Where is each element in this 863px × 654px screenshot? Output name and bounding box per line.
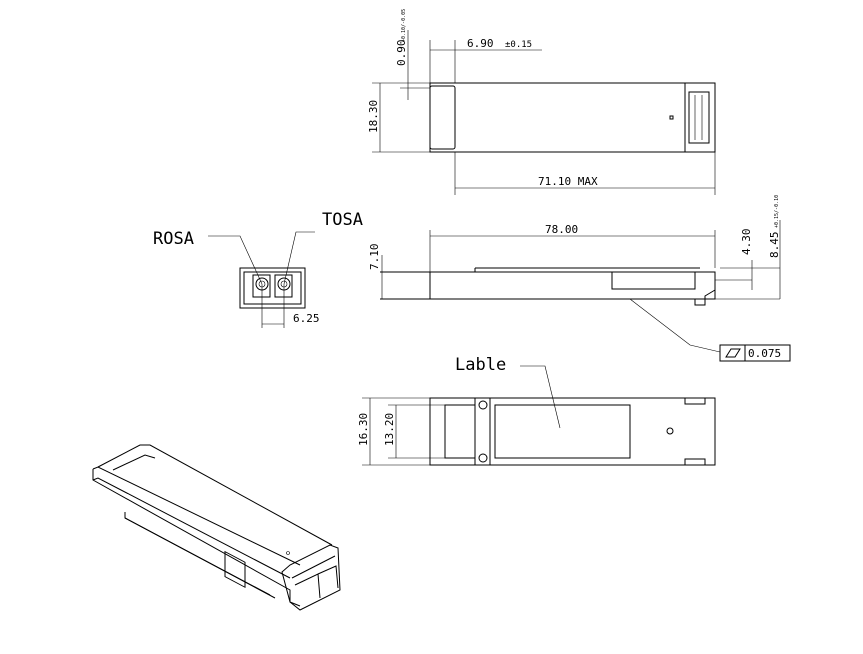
side-view: 78.00 7.10 4.30 8.45 +0.15/-0.10 0.075 (368, 195, 791, 362)
top-width-dim: 18.30 (367, 100, 380, 133)
tosa-label: TOSA (322, 210, 363, 230)
rosa-label: ROSA (153, 229, 194, 249)
total-height-tol: +0.15/-0.10 (774, 195, 780, 228)
flatness-value: 0.075 (748, 347, 781, 360)
offset-dim: 0.90 (395, 40, 408, 67)
rear-dim: 4.30 (740, 229, 753, 256)
inner-width-dim: 13.20 (383, 413, 396, 446)
total-height-dim: 8.45 (768, 232, 781, 259)
isometric-view (92, 444, 341, 611)
bottom-view: 16.30 13.20 Lable (357, 355, 716, 466)
label-callout: Lable (455, 355, 506, 375)
flatness-icon (725, 348, 741, 358)
offset-tol: +0.10/-0.05 (401, 9, 407, 42)
nose-dim: 6.90 (467, 37, 494, 50)
nose-tol: ±0.15 (505, 40, 532, 50)
bottom-width-dim: 16.30 (357, 413, 370, 446)
side-length-dim: 78.00 (545, 223, 578, 236)
length-max-dim: 71.10 MAX (538, 175, 598, 188)
top-view: 18.30 6.90 ±0.15 0.90 +0.10/-0.05 71.10 … (367, 9, 716, 195)
pitch-dim: 6.25 (293, 312, 320, 325)
front-view: 6.25 ROSA TOSA (153, 210, 363, 328)
side-height-dim: 7.10 (368, 244, 381, 271)
